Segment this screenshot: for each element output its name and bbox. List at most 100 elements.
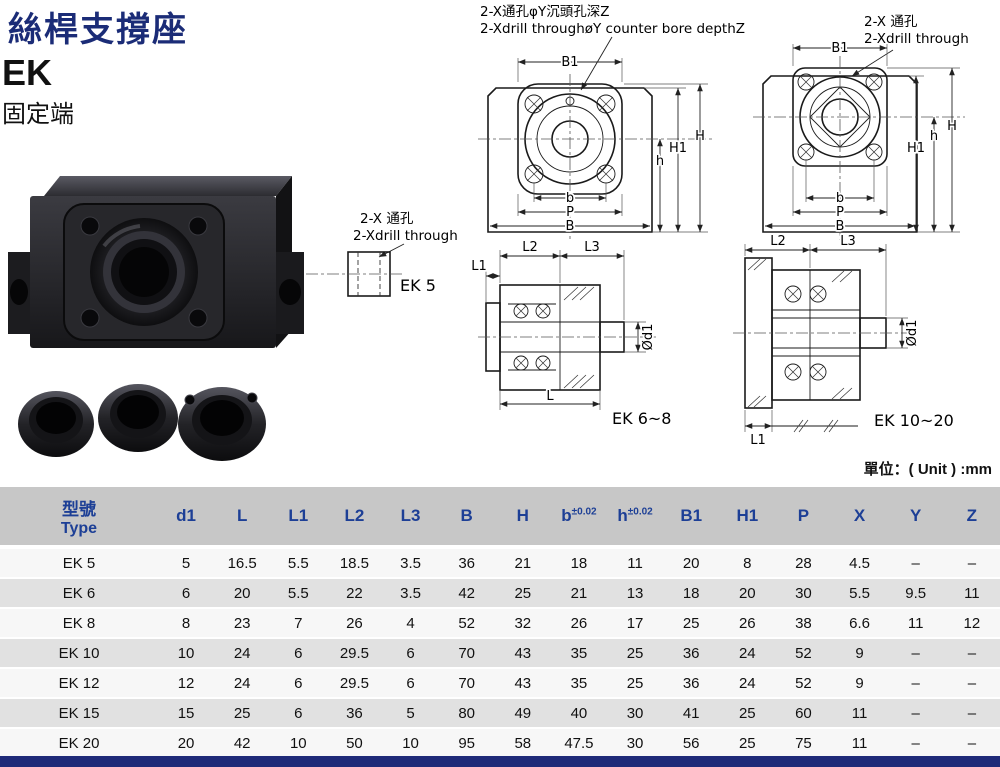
dim-label-hh: H <box>947 119 957 134</box>
type-cell: EK 20 <box>0 728 158 759</box>
cap-screw <box>80 308 100 328</box>
value-cell: 70 <box>438 668 495 699</box>
value-cell: 6.6 <box>831 608 888 639</box>
dim-label-l2: L2 <box>770 234 786 249</box>
value-cell: 52 <box>438 608 495 639</box>
value-cell: 13 <box>607 578 664 609</box>
value-cell: 7 <box>270 608 327 639</box>
value-cell: 4 <box>382 608 439 639</box>
value-cell: 24 <box>214 638 271 669</box>
column-header: L1 <box>270 487 327 549</box>
leader-line <box>851 49 894 77</box>
value-cell: 21 <box>550 578 607 609</box>
ek5-side-view: 2-X 通孔 2-Xdrill through EK 5 <box>306 211 458 297</box>
value-cell: 38 <box>775 608 832 639</box>
caption-ek6-8: EK 6~8 <box>612 409 671 428</box>
dim-label-l1: L1 <box>750 433 766 448</box>
value-cell: 10 <box>270 728 327 759</box>
dim-label-h1: H1 <box>907 141 925 156</box>
lock-collars <box>18 384 266 461</box>
caption-ek5: EK 5 <box>400 276 436 295</box>
value-cell: 28 <box>775 547 832 579</box>
leader-line <box>580 36 613 91</box>
value-cell: – <box>943 638 1000 669</box>
bearing-bore <box>119 247 169 297</box>
column-header: Z <box>943 487 1000 549</box>
value-cell: 41 <box>663 698 720 729</box>
value-cell: 36 <box>326 698 383 729</box>
dim-label-bb: B <box>836 219 845 234</box>
bottom-bar <box>0 756 1000 767</box>
caption-ek10-20: EK 10~20 <box>874 411 954 430</box>
value-cell: 11 <box>831 728 888 759</box>
value-cell: 25 <box>214 698 271 729</box>
value-cell: 32 <box>494 608 551 639</box>
value-cell: – <box>887 698 944 729</box>
value-cell: 3.5 <box>382 578 439 609</box>
dim-label-p: P <box>836 205 844 220</box>
value-cell: – <box>887 728 944 759</box>
value-cell: 6 <box>158 578 215 609</box>
bearing-balls <box>513 303 551 371</box>
value-cell: 6 <box>270 668 327 699</box>
value-cell: 26 <box>326 608 383 639</box>
value-cell: 15 <box>158 698 215 729</box>
series-name: EK <box>2 52 53 93</box>
value-cell: 6 <box>270 638 327 669</box>
value-cell: 5 <box>382 698 439 729</box>
page-title: 絲桿支撐座 <box>8 11 188 49</box>
dim-label-h: h <box>656 154 664 169</box>
section-hatch <box>747 258 853 408</box>
dim-label-l1: L1 <box>471 259 487 274</box>
column-header: H1 <box>719 487 776 549</box>
type-cell: EK 8 <box>0 608 158 639</box>
column-header: h±0.02 <box>607 487 664 549</box>
value-cell: 49 <box>494 698 551 729</box>
section-view-ek6-8: L1 L2 L3 Ød1 L EK 6~8 <box>469 238 671 428</box>
value-cell: 6 <box>270 698 327 729</box>
dim-label-b: b <box>836 191 844 206</box>
section-view-ek10-20: L2 L3 Ød1 L1 EK 10~20 <box>733 232 954 450</box>
annotation-counterbore-cn: 2-X通孔φY沉頭孔深Z <box>480 4 609 20</box>
value-cell: 35 <box>550 638 607 669</box>
value-cell: 20 <box>719 578 776 609</box>
value-cell: 11 <box>943 578 1000 609</box>
value-cell: 8 <box>158 608 215 639</box>
value-cell: 11 <box>887 608 944 639</box>
value-cell: 6 <box>382 638 439 669</box>
column-header: P <box>775 487 832 549</box>
dim-label-l2: L2 <box>522 240 538 255</box>
value-cell: 24 <box>214 668 271 699</box>
value-cell: 26 <box>550 608 607 639</box>
value-cell: 25 <box>607 668 664 699</box>
value-cell: 52 <box>775 638 832 669</box>
value-cell: 11 <box>607 547 664 579</box>
value-cell: 56 <box>663 728 720 759</box>
annotation-through-right: 2-X 通孔 2-Xdrill through <box>851 14 969 77</box>
value-cell: 42 <box>438 578 495 609</box>
leader-line <box>378 243 405 258</box>
value-cell: 25 <box>663 608 720 639</box>
value-cell: 22 <box>326 578 383 609</box>
value-cell: – <box>943 698 1000 729</box>
value-cell: 24 <box>719 638 776 669</box>
value-cell: 9.5 <box>887 578 944 609</box>
value-cell: 36 <box>663 638 720 669</box>
type-cell: EK 5 <box>0 547 158 579</box>
value-cell: 43 <box>494 668 551 699</box>
value-cell: 25 <box>719 698 776 729</box>
annotation-through-cn: 2-X 通孔 <box>864 14 918 30</box>
value-cell: 60 <box>775 698 832 729</box>
value-cell: 30 <box>607 698 664 729</box>
value-cell: 6 <box>382 668 439 699</box>
value-cell: 70 <box>438 638 495 669</box>
column-header: L3 <box>382 487 439 549</box>
